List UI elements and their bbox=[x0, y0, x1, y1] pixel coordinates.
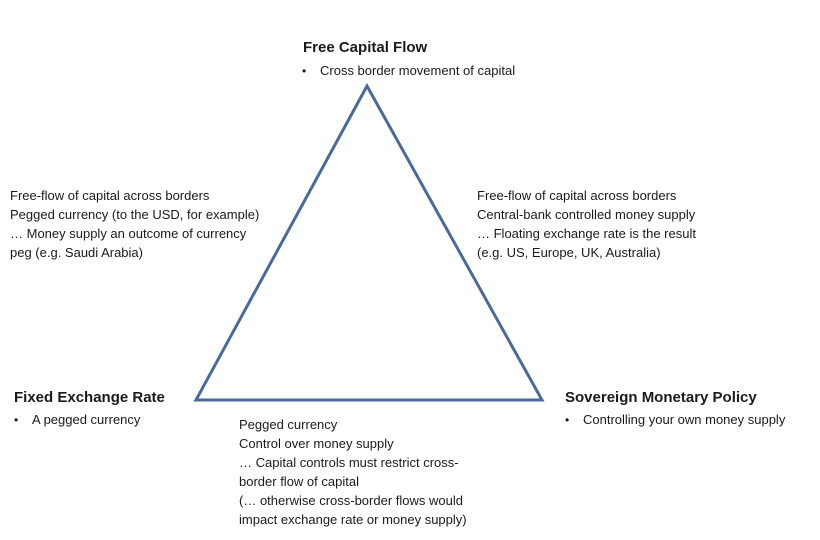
vertex-bullet-text-left: A pegged currency bbox=[32, 412, 141, 427]
edge-text-left: Free-flow of capital across borders Pegg… bbox=[10, 186, 259, 262]
bullet-icon: • bbox=[14, 413, 19, 427]
vertex-bullet-text-top: Cross border movement of capital bbox=[320, 63, 516, 78]
edge-text-right: Free-flow of capital across borders Cent… bbox=[477, 186, 696, 262]
edge-bottom-line: border flow of capital bbox=[239, 474, 359, 489]
edge-bottom-line: impact exchange rate or money supply) bbox=[239, 512, 467, 527]
edge-left-line: peg (e.g. Saudi Arabia) bbox=[10, 245, 143, 260]
edge-text-bottom: Pegged currency Control over money suppl… bbox=[239, 415, 467, 529]
edge-left-line: Pegged currency (to the USD, for example… bbox=[10, 207, 260, 222]
vertex-bullet-top: • Cross border movement of capital bbox=[302, 62, 515, 80]
vertex-bullet-right: • Controlling your own money supply bbox=[565, 411, 785, 429]
edge-right-line: Central-bank controlled money supply bbox=[477, 207, 696, 222]
bullet-icon: • bbox=[565, 413, 570, 427]
edge-right-line: Free-flow of capital across borders bbox=[477, 188, 677, 203]
edge-bottom-line: Pegged currency bbox=[239, 417, 338, 432]
vertex-title-fixed-exchange-rate: Fixed Exchange Rate bbox=[14, 389, 165, 406]
bullet-icon: • bbox=[302, 64, 307, 78]
edge-bottom-line: Control over money supply bbox=[239, 436, 394, 451]
edge-right-line: … Floating exchange rate is the result bbox=[477, 226, 696, 241]
vertex-bullet-left: • A pegged currency bbox=[14, 411, 140, 429]
vertex-title-free-capital-flow: Free Capital Flow bbox=[303, 39, 428, 56]
edge-left-line: … Money supply an outcome of currency bbox=[10, 226, 247, 241]
vertex-bullet-text-right: Controlling your own money supply bbox=[583, 412, 786, 427]
edge-left-line: Free-flow of capital across borders bbox=[10, 188, 210, 203]
edge-bottom-line: (… otherwise cross-border flows would bbox=[239, 493, 463, 508]
edge-bottom-line: … Capital controls must restrict cross- bbox=[239, 455, 459, 470]
triangle-outline bbox=[193, 82, 545, 402]
edge-right-line: (e.g. US, Europe, UK, Australia) bbox=[477, 245, 661, 260]
vertex-title-sovereign-monetary-policy: Sovereign Monetary Policy bbox=[565, 389, 757, 406]
